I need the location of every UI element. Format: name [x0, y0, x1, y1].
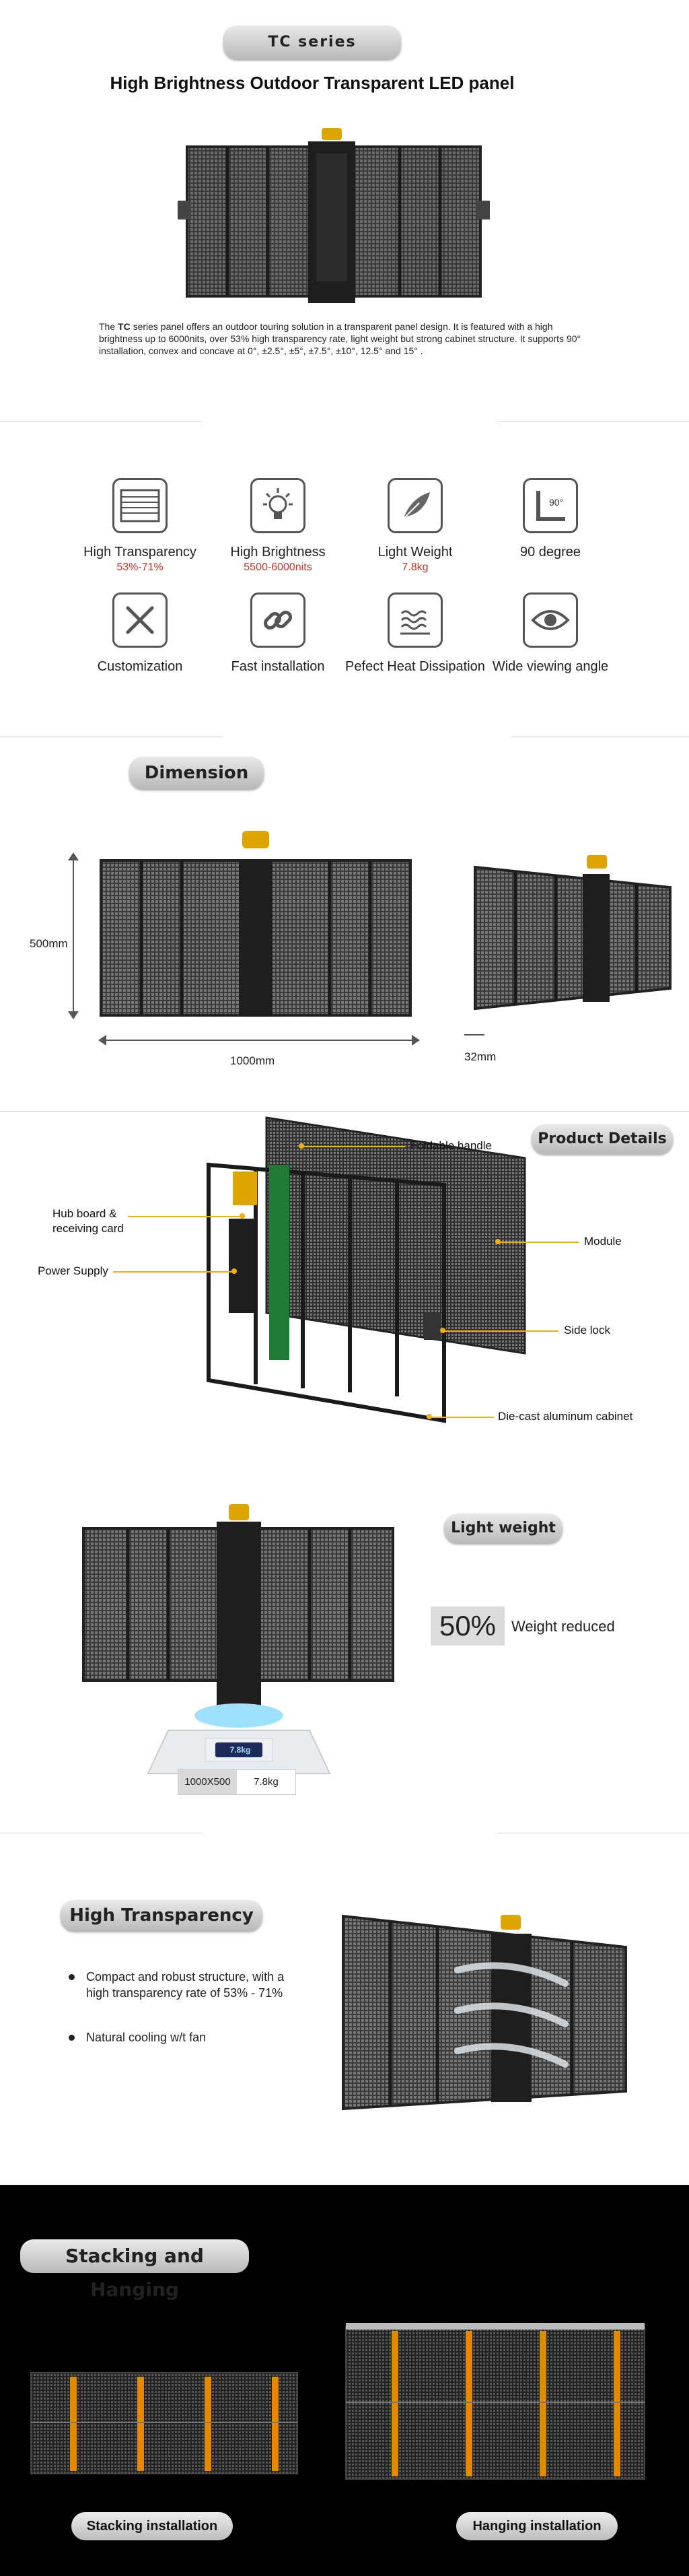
feature-title: Customization — [97, 659, 183, 674]
angle-text: 90° — [549, 497, 563, 508]
label-hub-board-text: Hub board & receiving card — [52, 1207, 124, 1235]
intro-text-end: series panel offers an outdoor touring s… — [99, 321, 581, 356]
front-panel-image — [100, 831, 412, 1017]
feature-sub: 7.8kg — [402, 562, 429, 573]
leader-power-supply — [113, 1271, 234, 1273]
leader-dot-power-supply — [231, 1268, 237, 1274]
series-label: TC series — [268, 34, 357, 50]
dimension-heading-text: Dimension — [144, 763, 249, 783]
feature-light-weight: Light Weight 7.8kg — [334, 478, 496, 574]
exploded-view-image — [207, 1116, 526, 1423]
width-arrow-left — [98, 1035, 106, 1046]
feature-sub: 53%-71% — [116, 562, 164, 573]
feature-title: Pefect Heat Dissipation — [345, 659, 485, 674]
spec-table: 1000X500 7.8kg — [178, 1769, 296, 1795]
transparency-heading-text: High Transparency — [69, 1905, 254, 1926]
leader-dot-side-lock — [440, 1328, 445, 1333]
stacking-caption-text: Stacking installation — [86, 2519, 218, 2534]
spec-weight: 7.8kg — [237, 1770, 295, 1794]
width-arrow-right — [412, 1035, 420, 1046]
dimension-heading: Dimension — [129, 757, 264, 789]
height-dimension-label: 500mm — [30, 937, 68, 950]
transparency-bullet-2: Natural cooling w/t fan — [69, 2029, 288, 2045]
depth-dimension-label: 32mm — [464, 1050, 497, 1063]
ruler-pencil-icon — [112, 592, 168, 648]
light-weight-heading-text: Light weight — [451, 1520, 556, 1536]
feature-title: 90 degree — [519, 545, 581, 560]
product-title: High Brightness Outdoor Transparent LED … — [110, 73, 515, 93]
feature-title: High Transparency — [83, 545, 196, 560]
leader-hub-board — [128, 1216, 242, 1217]
weight-percent: 50% — [439, 1610, 497, 1641]
feature-sub: 5500-6000nits — [244, 562, 312, 573]
product-details-heading: Product Details — [532, 1124, 673, 1154]
label-foldable-handle: Foldable handle — [410, 1139, 492, 1152]
feature-fast-installation: Fast installation — [197, 592, 359, 675]
stacking-installation-image — [30, 2372, 298, 2474]
feature-high-brightness: High Brightness 5500-6000nits — [197, 478, 359, 574]
heat-waves-icon — [388, 592, 443, 648]
leader-die-cast-cabinet — [431, 1417, 494, 1418]
eye-icon — [523, 592, 578, 648]
transparency-heading: High Transparency — [61, 1900, 262, 1931]
transparency-bullet-1: Compact and robust structure, with a hig… — [69, 1969, 288, 2001]
series-badge: TC series — [223, 26, 401, 59]
leader-module — [498, 1242, 579, 1243]
leader-side-lock — [444, 1330, 558, 1332]
leader-foldable-handle — [303, 1146, 405, 1147]
stacking-heading-text: Stacking and Hanging — [65, 2245, 204, 2301]
feature-title: Light Weight — [377, 545, 453, 560]
intro-text-start: The — [99, 321, 118, 332]
spec-size: 1000X500 — [178, 1770, 237, 1794]
width-dimension-line — [102, 1040, 414, 1041]
feather-icon — [388, 478, 443, 533]
feature-title: High Brightness — [230, 545, 326, 560]
chain-link-icon — [250, 592, 305, 648]
feature-title: Wide viewing angle — [492, 659, 609, 674]
feature-heat-dissipation: Pefect Heat Dissipation — [334, 592, 496, 675]
light-weight-heading: Light weight — [444, 1514, 563, 1543]
weight-reduced-text: Weight reduced — [511, 1618, 615, 1635]
label-side-lock: Side lock — [564, 1324, 610, 1336]
intro-paragraph: The TC series panel offers an outdoor to… — [99, 320, 583, 357]
leader-dot-die-cast-cabinet — [427, 1414, 432, 1419]
side-panel-image — [474, 855, 672, 1011]
label-hub-board: Hub board & receiving card — [52, 1192, 124, 1236]
weight-percent-badge: 50% — [431, 1606, 505, 1646]
scale-display: 7.8kg — [229, 1745, 251, 1755]
hanging-caption-text: Hanging installation — [472, 2519, 602, 2534]
divider-5 — [0, 1111, 689, 1112]
leader-dot-foldable-handle — [299, 1143, 304, 1149]
feature-high-transparency: High Transparency 53%-71% — [59, 478, 221, 574]
stacking-caption: Stacking installation — [71, 2512, 233, 2540]
height-arrow-bottom — [68, 1011, 79, 1019]
stacking-heading: Stacking and Hanging — [20, 2239, 249, 2301]
transparency-grid-icon — [112, 478, 168, 533]
lightbulb-icon — [250, 478, 305, 533]
width-dimension-label: 1000mm — [230, 1054, 275, 1067]
leader-dot-hub-board — [240, 1213, 245, 1219]
feature-90-degree: 90° 90 degree — [470, 478, 631, 560]
label-die-cast-cabinet: Die-cast aluminum cabinet — [498, 1410, 633, 1423]
height-arrow-top — [68, 852, 79, 860]
feature-title: Fast installation — [231, 659, 325, 674]
intro-series: TC — [118, 321, 131, 332]
feature-customization: Customization — [59, 592, 221, 675]
leader-dot-module — [495, 1239, 501, 1244]
depth-marker — [464, 1034, 484, 1036]
product-details-heading-text: Product Details — [538, 1130, 667, 1147]
label-power-supply: Power Supply — [38, 1264, 108, 1277]
right-angle-icon: 90° — [523, 478, 578, 533]
hanging-installation-image — [345, 2323, 645, 2480]
hero-panel-image — [178, 128, 490, 303]
hanging-caption: Hanging installation — [456, 2512, 618, 2540]
feature-wide-viewing: Wide viewing angle — [470, 592, 631, 675]
height-dimension-line — [73, 856, 74, 1013]
transparency-panel-image — [342, 1914, 627, 2111]
label-module: Module — [584, 1235, 622, 1248]
panel-on-scale-image — [82, 1504, 394, 1774]
